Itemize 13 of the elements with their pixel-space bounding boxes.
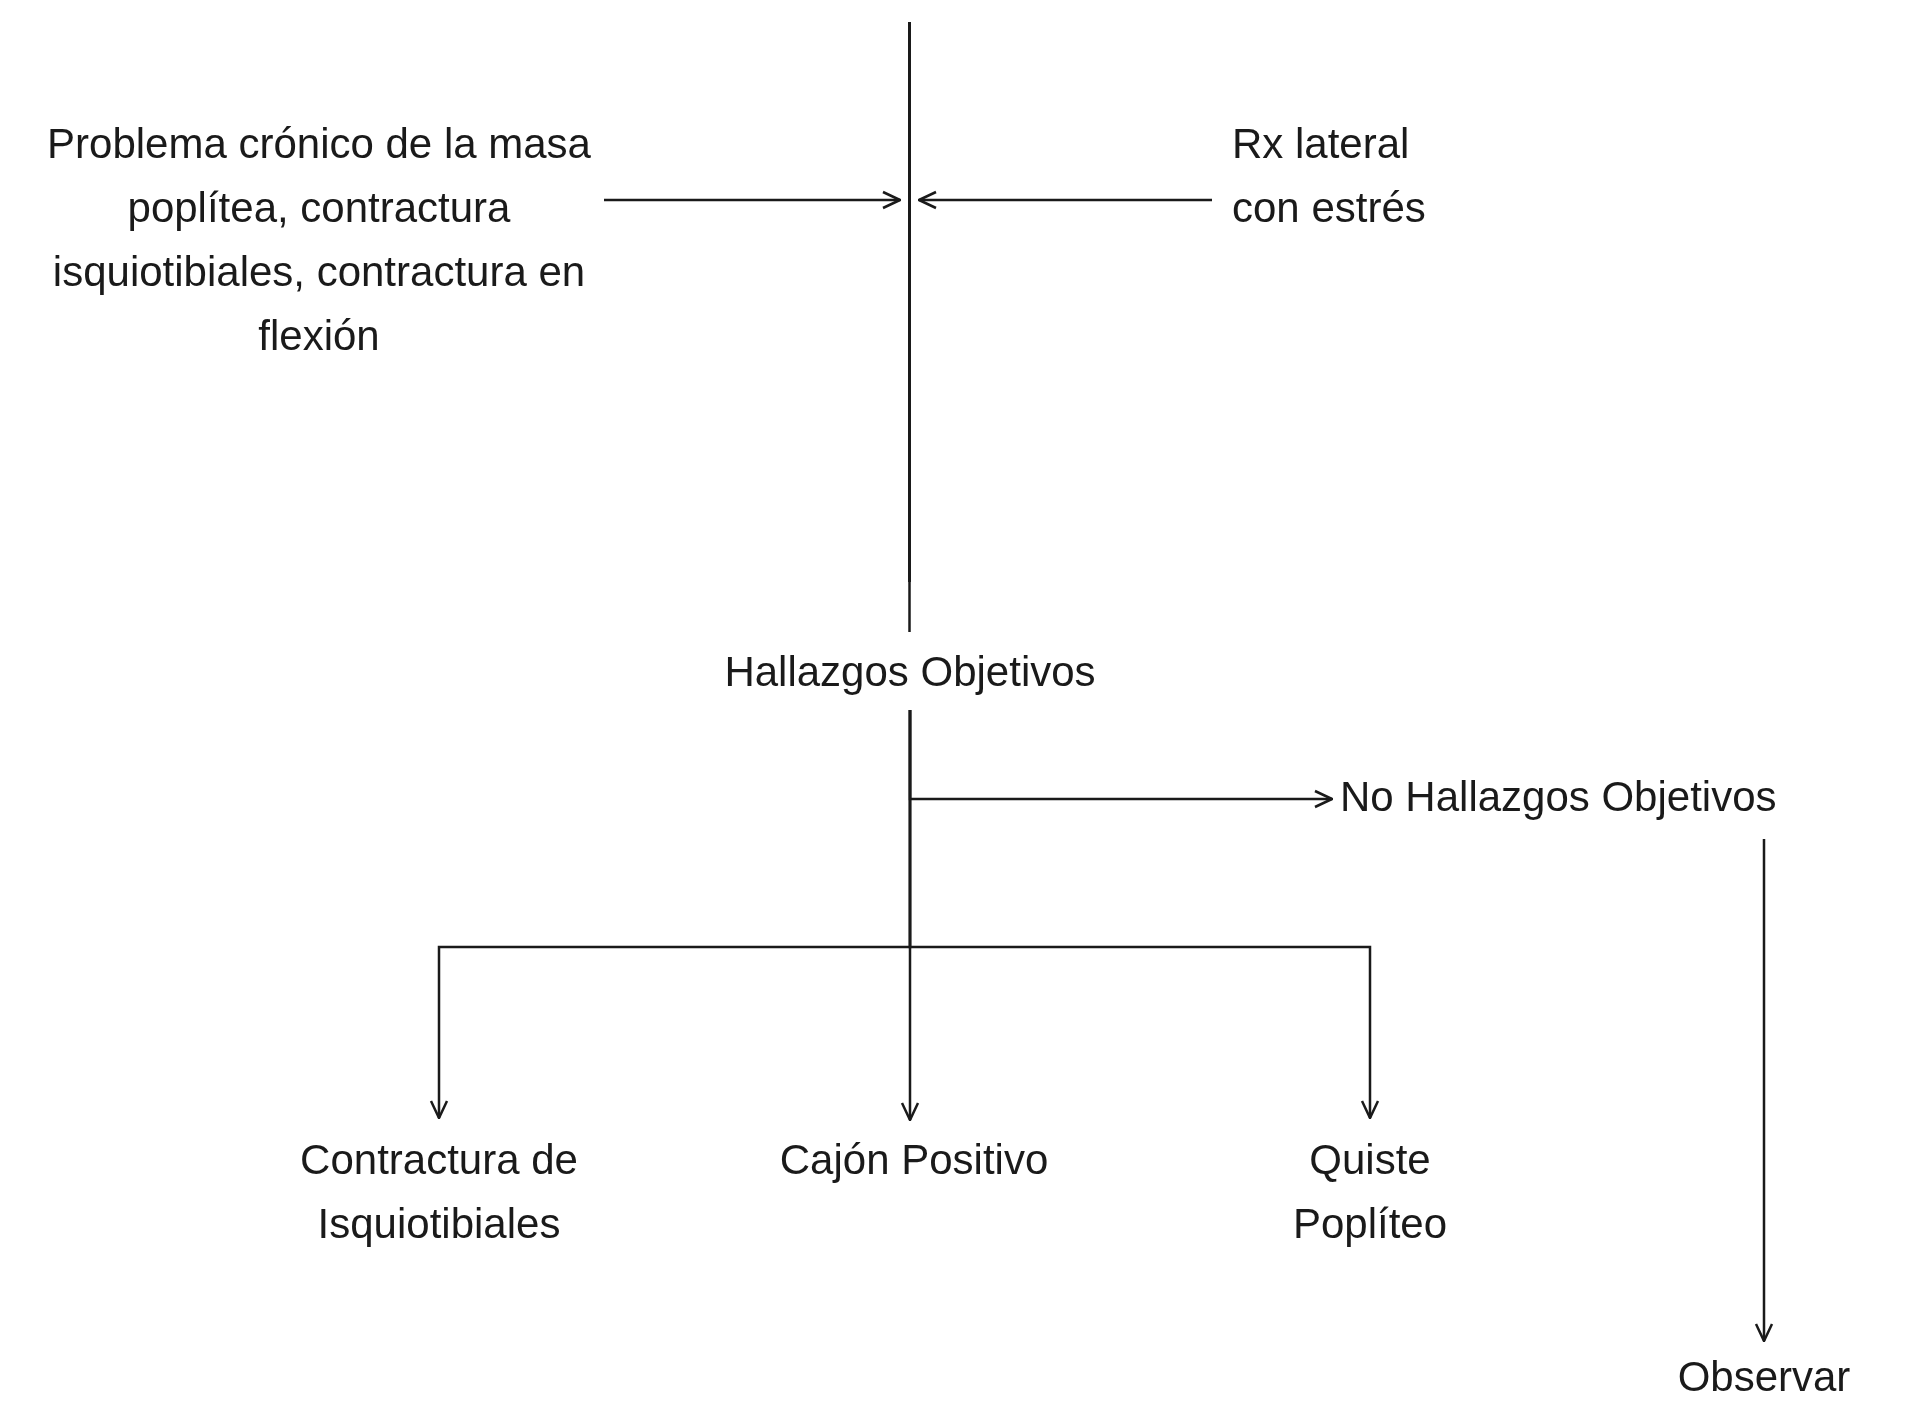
arrow bbox=[917, 190, 1212, 210]
arrow bbox=[908, 710, 1380, 1120]
node-label: Quiste Poplíteo bbox=[1292, 1136, 1448, 1247]
arrow bbox=[604, 190, 902, 210]
node-label: Cajón Positivo bbox=[779, 1136, 1049, 1183]
node-label: Contractura de Isquiotibiales bbox=[300, 1136, 578, 1247]
arrow bbox=[1754, 839, 1774, 1343]
node-label: Observar bbox=[1677, 1353, 1851, 1400]
node-label: Problema crónico de la masa poplítea, contractura isquiotibiales, contractura en flexión bbox=[47, 120, 591, 359]
node-label: Rx lateral con estrés bbox=[1232, 120, 1426, 231]
node-label: No Hallazgos Objetivos bbox=[1340, 773, 1777, 820]
vertical-line bbox=[908, 22, 911, 582]
node-label: Hallazgos Objetivos bbox=[724, 648, 1096, 695]
